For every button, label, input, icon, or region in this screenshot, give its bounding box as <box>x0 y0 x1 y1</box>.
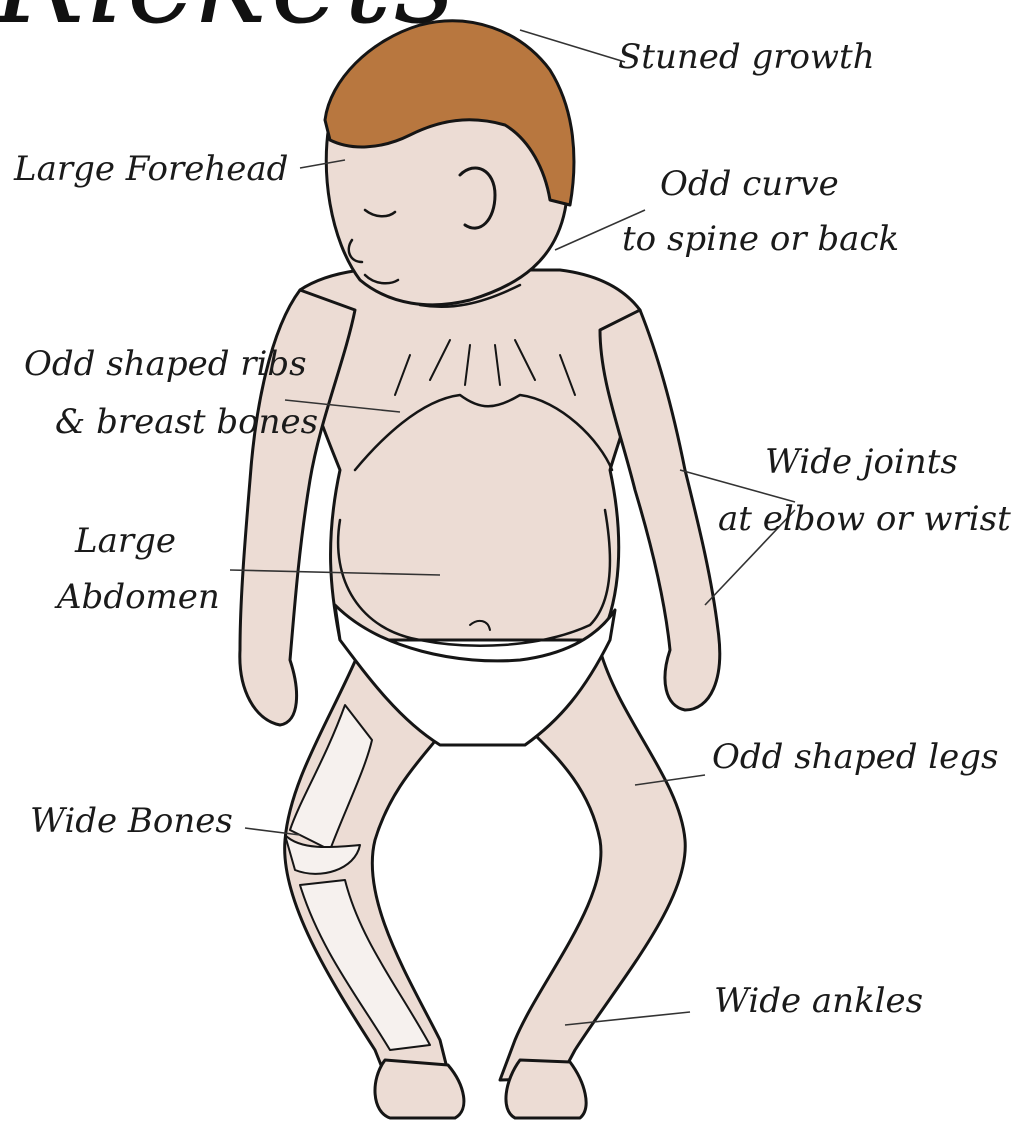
label-large-abdomen-1: Large <box>75 522 176 560</box>
label-odd-ribs-1: Odd shaped ribs <box>24 345 307 383</box>
label-wide-bones: Wide Bones <box>30 802 233 840</box>
label-stunted-growth: Stuned growth <box>618 38 875 76</box>
ear <box>460 168 495 228</box>
right-foot <box>506 1060 586 1118</box>
left-foot <box>375 1060 464 1118</box>
label-odd-curve-2: to spine or back <box>622 220 899 258</box>
label-wide-ankles: Wide ankles <box>714 982 923 1020</box>
label-wide-joints-1: Wide joints <box>765 443 958 481</box>
label-odd-curve-1: Odd curve <box>660 165 839 203</box>
label-large-forehead: Large Forehead <box>14 150 288 188</box>
label-wide-joints-2: at elbow or wrist <box>718 500 1011 538</box>
label-odd-legs: Odd shaped legs <box>712 738 999 776</box>
label-odd-ribs-2: & breast bones <box>55 403 318 441</box>
label-large-abdomen-2: Abdomen <box>57 578 220 616</box>
